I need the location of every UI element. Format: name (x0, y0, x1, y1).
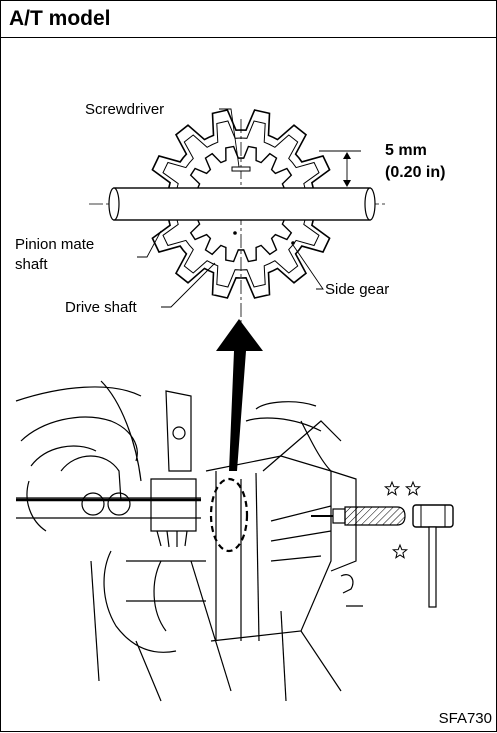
dimension-imperial: (0.20 in) (385, 164, 446, 181)
pinion-mate-shaft (108, 187, 376, 221)
screwdriver-tool (311, 506, 406, 526)
label-drive-shaft: Drive shaft (65, 299, 137, 316)
differential-housing (15, 380, 363, 702)
leader-lines (137, 108, 324, 308)
highlight-oval (209, 477, 249, 553)
dimension-marker (319, 150, 361, 189)
magnify-arrow (216, 319, 263, 471)
screwdriver-tip (231, 166, 251, 172)
label-pinion-mate-line2: shaft (15, 256, 48, 273)
page-title: A/T model (9, 7, 111, 30)
title-divider (1, 37, 496, 38)
figure-code: SFA730 (438, 710, 492, 727)
label-screwdriver: Screwdriver (85, 101, 165, 118)
label-side-gear: Side gear (325, 281, 390, 298)
dimension-metric: 5 mm (385, 142, 427, 159)
label-pinion-mate-line1: Pinion mate (15, 236, 95, 253)
hammer-tool (412, 504, 454, 608)
impact-stars (383, 480, 422, 559)
